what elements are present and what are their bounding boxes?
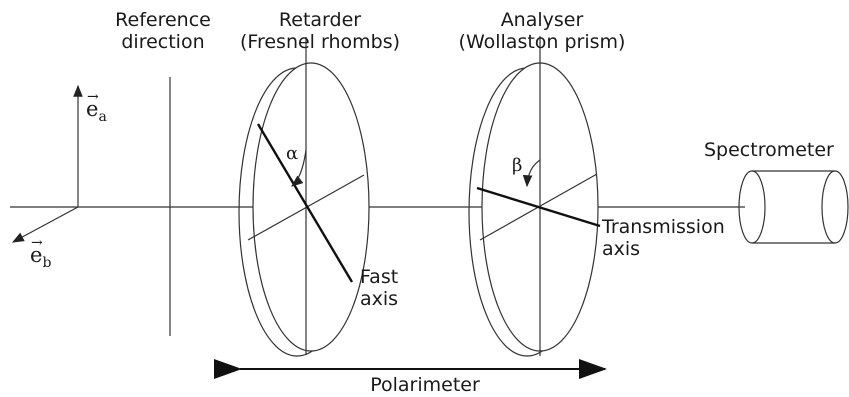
retarder-label-line2: (Fresnel rhombs) — [240, 31, 401, 53]
ea-subscript: a — [98, 109, 107, 126]
ea-arrow-accent: → — [87, 89, 99, 105]
reference-label-line1: Reference — [115, 9, 211, 31]
spectrometer-label: Spectrometer — [704, 139, 849, 161]
spectrometer-far-face — [821, 170, 849, 244]
fast-axis-label-line2: axis — [360, 288, 399, 310]
eb-subscript: b — [42, 255, 52, 272]
transmission-axis-label: Transmission axis — [602, 216, 725, 260]
analyser-label: Analyser (Wollaston prism) — [447, 9, 637, 53]
spectrometer-cylinder — [738, 170, 849, 244]
ea-label: → ea — [86, 89, 107, 128]
analyser-label-line2: (Wollaston prism) — [458, 31, 626, 53]
eb-label: → eb — [30, 235, 52, 274]
eb-vector: → eb — [30, 235, 52, 274]
alpha-symbol: α — [286, 143, 299, 164]
reference-label-line2: direction — [121, 31, 205, 53]
beta-label: β — [512, 155, 522, 177]
spectrometer-near-face — [738, 170, 766, 244]
fast-axis-label-line1: Fast — [360, 266, 399, 288]
retarder-disk — [238, 37, 370, 357]
retarder-label-line1: Retarder — [278, 9, 362, 31]
spectrometer-label-text: Spectrometer — [704, 139, 834, 161]
polarimeter-label-text: Polarimeter — [370, 374, 480, 396]
analyser-disk — [468, 36, 601, 357]
alpha-arc-arrow — [291, 149, 307, 187]
beta-symbol: β — [512, 155, 523, 176]
eb-base: e — [30, 243, 43, 267]
transmission-axis-label-line1: Transmission — [602, 216, 725, 238]
coordinate-axes — [11, 84, 83, 243]
retarder-front-face — [252, 62, 370, 352]
eb-axis-arrow — [11, 206, 79, 243]
retarder-cross-line — [247, 174, 365, 241]
retarder-fast-axis-line — [256, 123, 354, 283]
eb-arrow-accent: → — [31, 235, 43, 251]
alpha-label: α — [286, 143, 298, 165]
reference-direction-label: Reference direction — [103, 9, 223, 53]
beta-arc-arrow — [522, 159, 541, 188]
analyser-transmission-axis-line — [476, 186, 601, 228]
fast-axis-label: Fast axis — [360, 266, 398, 310]
analyser-label-line1: Analyser — [500, 9, 584, 31]
ea-base: e — [86, 97, 99, 121]
ea-vector: → ea — [86, 89, 107, 128]
retarder-label: Retarder (Fresnel rhombs) — [240, 9, 400, 53]
polarimeter-label: Polarimeter — [350, 374, 500, 396]
transmission-axis-label-line2: axis — [602, 238, 641, 260]
